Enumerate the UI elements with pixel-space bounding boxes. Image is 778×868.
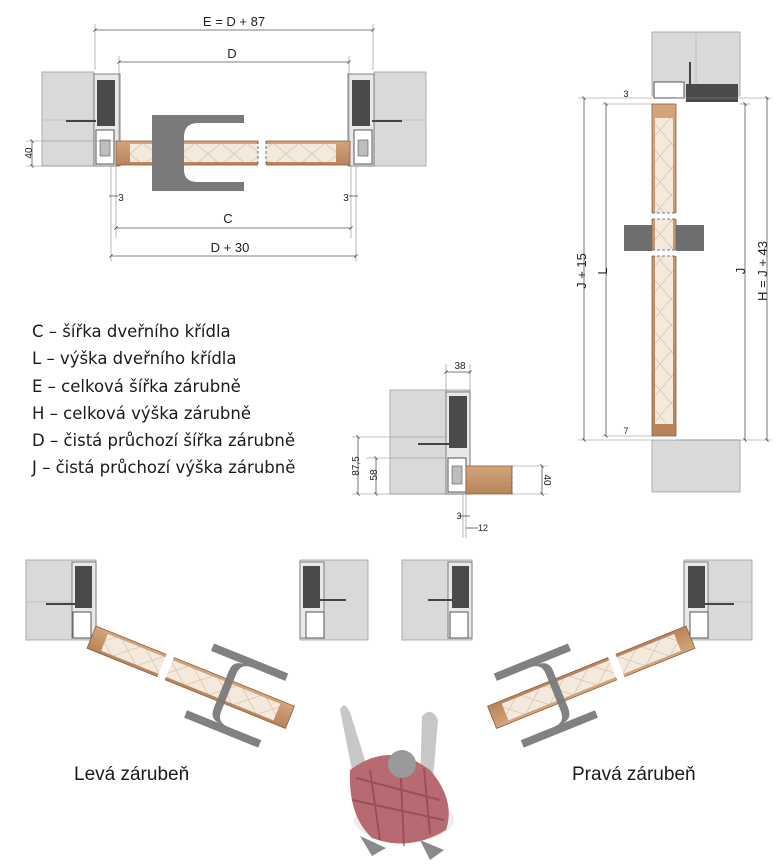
legend-item-e: E – celková šířka zárubně (32, 376, 241, 396)
right-frame-profile (347, 73, 402, 167)
legend-item-h: H – celková výška zárubně (32, 403, 251, 423)
detail-section-view: 38 87,5 58 40 3 12 (351, 361, 552, 538)
legend: C – šířka dveřního křídla L – výška dveř… (32, 318, 295, 482)
caption-left-frame: Levá zárubeň (74, 764, 190, 785)
legend-item-j: J – čistá průchozí výška zárubně (32, 458, 296, 478)
detail-12-label: 12 (478, 523, 488, 533)
dim-d30-label: D + 30 (211, 240, 250, 255)
dim-e-label: E = D + 87 (203, 14, 265, 29)
person-illustration (340, 705, 454, 860)
vertical-section-view: J + 15 L J H = J + 43 3 7 (574, 31, 772, 493)
dim-bottom7-label: 7 (623, 426, 628, 436)
door-leaf-plan (115, 140, 351, 166)
top-plan-view: E = D + 87 D 40 3 3 C D + 30 (24, 14, 427, 262)
detail-58-label: 58 (369, 469, 380, 481)
legend-item-c: C – šířka dveřního křídla (32, 322, 231, 341)
legend-item-l: L – výška dveřního křídla (32, 349, 237, 369)
dim-c-label: C (223, 211, 232, 226)
left-wall (41, 71, 95, 167)
left-door-plan (25, 559, 369, 748)
caption-right-frame: Pravá zárubeň (572, 764, 696, 785)
detail-3-label: 3 (456, 511, 461, 521)
dim-l-label: L (595, 267, 610, 274)
legend-item-d: D – čistá průchozí šířka zárubně (32, 431, 296, 451)
person-head (388, 750, 416, 778)
dim-top3-label: 3 (623, 89, 628, 99)
dim-j15-label: J + 15 (574, 253, 589, 289)
right-door-plan (401, 559, 753, 748)
detail-40-label: 40 (541, 474, 552, 486)
right-wall (373, 71, 427, 167)
dim-gap-right: 3 (343, 193, 349, 204)
detail-875-label: 87,5 (351, 456, 362, 476)
door-handle-plan (152, 115, 244, 191)
dim-d-label: D (227, 46, 236, 61)
floor (651, 439, 741, 493)
dim-gap-left: 3 (118, 193, 124, 204)
door-leaf-section (651, 103, 677, 437)
dim-h-label: H = J + 43 (755, 241, 770, 301)
dim-40-label: 40 (24, 147, 35, 159)
handle-section (624, 225, 652, 251)
detail-38-label: 38 (454, 361, 466, 372)
dim-j-label: J (733, 268, 748, 275)
